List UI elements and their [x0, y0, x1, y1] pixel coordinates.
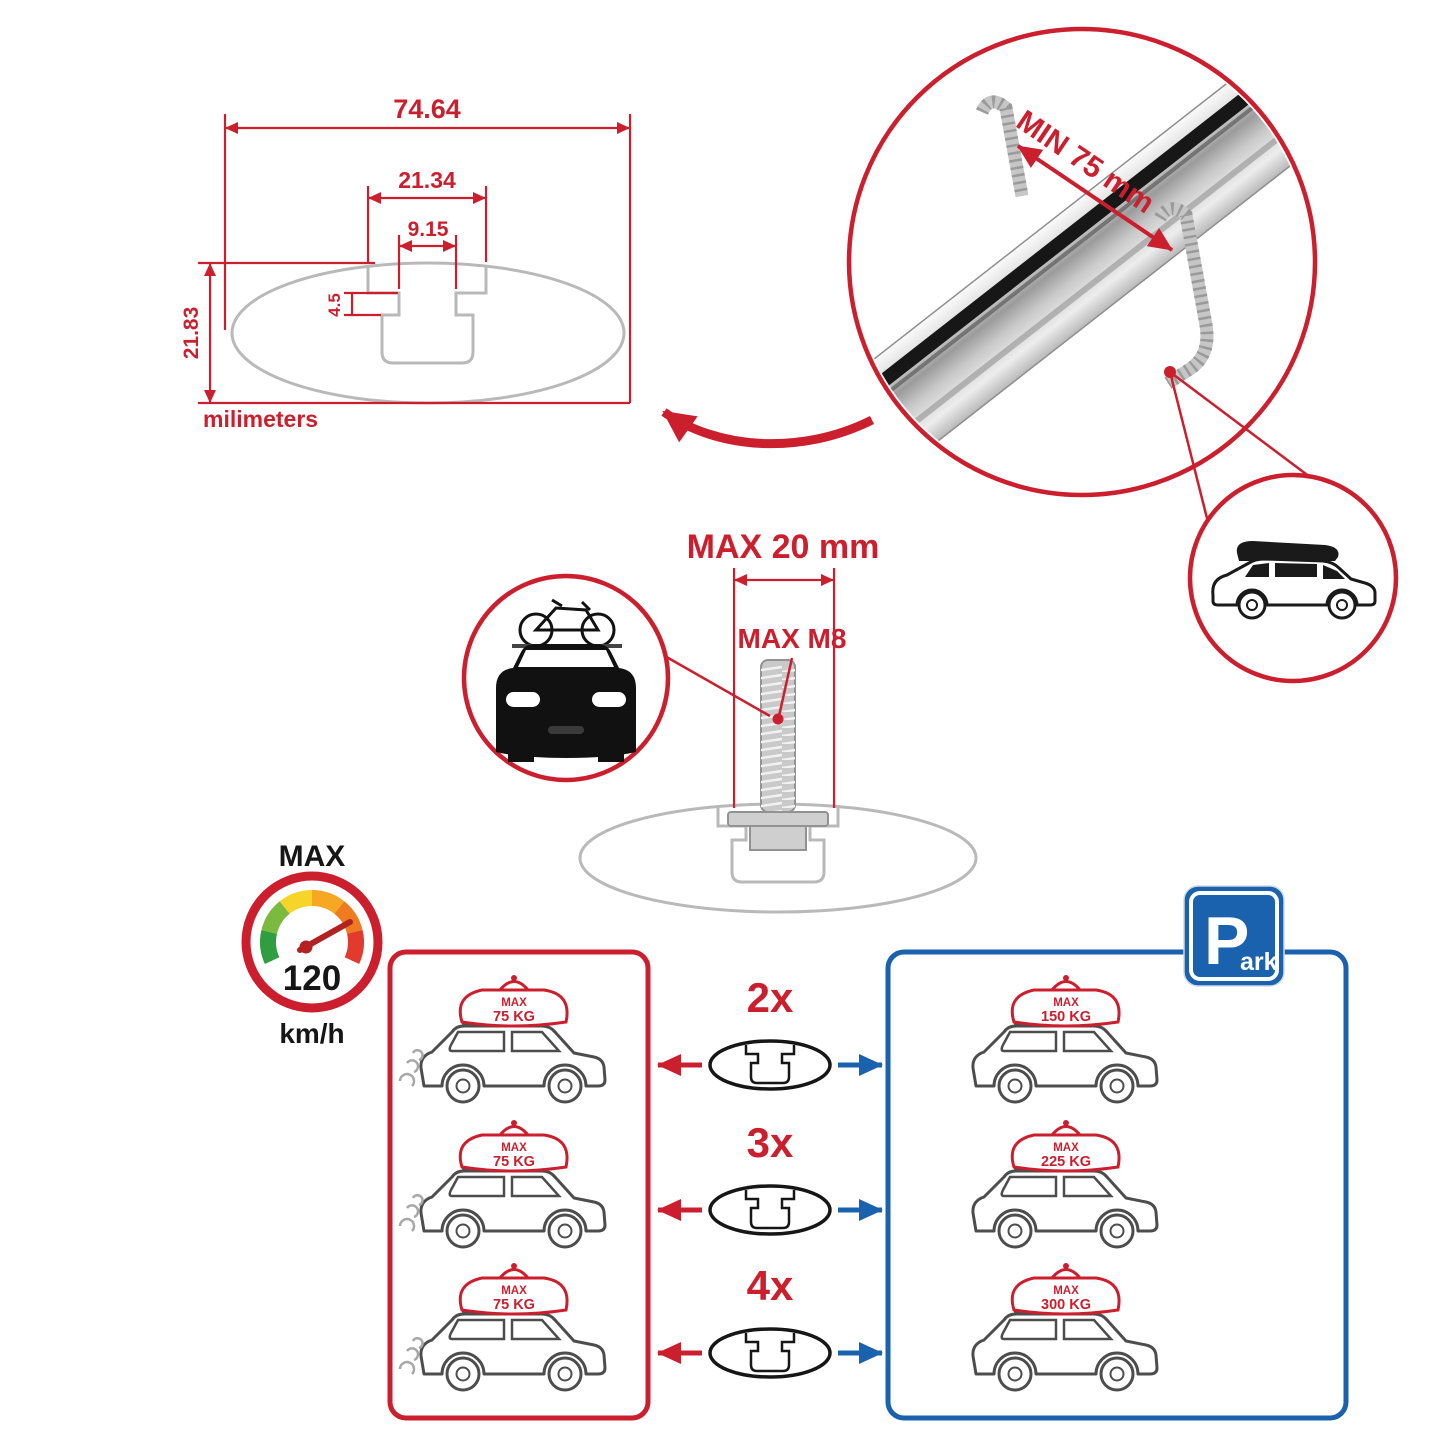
t-bolt — [727, 659, 829, 851]
bolt-diagram: MAX 20 mm MAX M8 — [578, 528, 978, 914]
driving-car-row-3: MAX 75 KG — [398, 1261, 607, 1392]
cargo-load: 75 KG — [493, 1009, 535, 1025]
units-label: milimeters — [203, 406, 318, 432]
car-front-icon — [496, 644, 636, 762]
dim-slot-outer-label: 21.34 — [398, 167, 456, 193]
speed-value: 120 — [283, 959, 341, 998]
zoom-arrow — [661, 408, 875, 449]
crossbar-section-icon — [708, 1327, 832, 1379]
bolt-callout-dot — [772, 713, 784, 725]
parked-car-row-2: MAX 225 KG — [971, 1118, 1159, 1249]
driving-panel: MAX 75 KG MAX 75 KG MAX 75 KG — [387, 949, 651, 1421]
suv-with-roofbox-icon — [1211, 541, 1377, 620]
parked-panel: MAX 150 KG MAX 225 KG MAX 300 KG P ark — [885, 885, 1349, 1421]
dim-slot-depth-label: 4.5 — [325, 293, 344, 317]
crossbar-dimension-diagram: 74.64 21.34 9.15 4.5 21.83 milimeters — [180, 94, 632, 432]
bolt-max-width-label: MAX 20 mm — [687, 528, 880, 566]
cargo-tag: MAX — [501, 997, 527, 1009]
t-slot-profile — [366, 266, 488, 365]
min-clamp-arrow — [1016, 144, 1174, 252]
roofbox-car-circle — [1187, 472, 1399, 684]
gauge-arc-segments — [260, 890, 364, 964]
crossbar-profile-ellipse — [230, 261, 626, 405]
multiplier-label-2x: 2x — [747, 974, 794, 1021]
speed-unit: km/h — [279, 1018, 344, 1049]
dim-height-total-label: 21.83 — [180, 307, 203, 360]
cargo-tag: MAX — [1053, 997, 1079, 1009]
bar-detail-circle: MIN 75 mm — [846, 26, 1319, 539]
cargo-load: 75 KG — [493, 1297, 535, 1313]
driving-car-row-1: MAX 75 KG — [398, 973, 607, 1104]
parked-car-row-1: MAX 150 KG — [971, 973, 1159, 1104]
multiplier-label-4x: 4x — [747, 1262, 794, 1309]
bolt-profile-slot — [716, 805, 840, 884]
park-sign-plate — [1183, 885, 1285, 987]
cargo-tag: MAX — [501, 1285, 527, 1297]
speed-limit-gauge: MAX 120 km/h — [241, 840, 383, 1049]
cargo-load: 225 KG — [1041, 1154, 1091, 1170]
cargo-load: 150 KG — [1041, 1009, 1091, 1025]
crossbar-section-icon — [708, 1184, 832, 1236]
multiplier-label-3x: 3x — [747, 1119, 794, 1166]
dim-width-total-label: 74.64 — [393, 94, 461, 124]
park-sign-letter: P — [1204, 903, 1249, 979]
driving-car-row-2: MAX 75 KG — [398, 1118, 607, 1249]
cargo-tag: MAX — [1053, 1285, 1079, 1297]
park-sign: P ark — [1183, 885, 1285, 987]
crossbar-section-icon — [708, 1039, 832, 1091]
multiplier-column: 2x 3x 4x — [657, 974, 883, 1379]
cargo-tag: MAX — [501, 1142, 527, 1154]
dim-slot-inner-label: 9.15 — [408, 218, 449, 241]
cargo-tag: MAX — [1053, 1142, 1079, 1154]
bike-car-circle — [461, 573, 671, 783]
bicycle-icon — [518, 598, 616, 648]
gauge-pivot — [299, 940, 313, 954]
park-sign-suffix: ark — [1240, 948, 1278, 976]
cargo-load: 300 KG — [1041, 1297, 1091, 1313]
speed-max-label: MAX — [279, 840, 346, 873]
bolt-max-thread-label: MAX M8 — [738, 623, 847, 654]
parked-car-row-3: MAX 300 KG — [971, 1261, 1159, 1392]
park-sign-inner-border — [1189, 891, 1279, 981]
cargo-load: 75 KG — [493, 1154, 535, 1170]
